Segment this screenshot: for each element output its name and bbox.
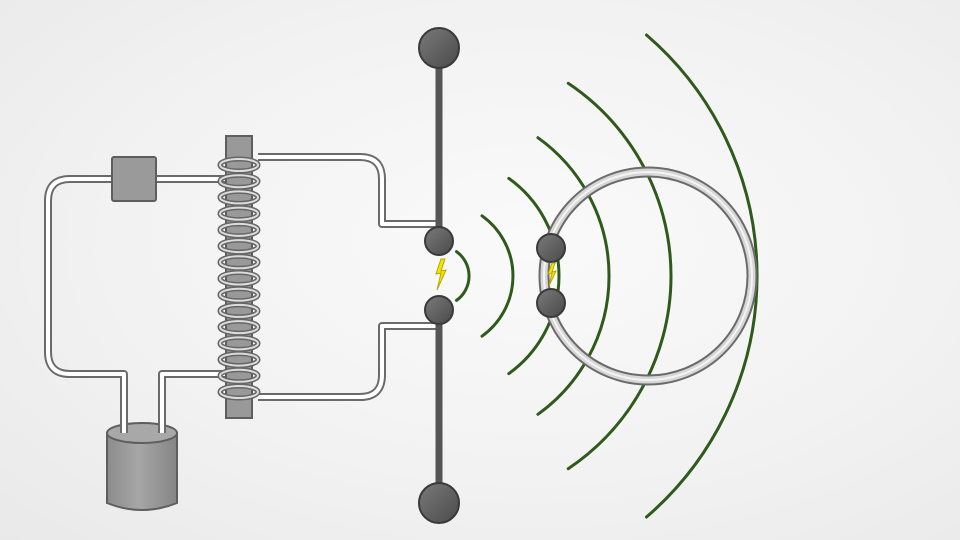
lower-capacitor-sphere bbox=[418, 482, 460, 524]
secondary-wire-bottom bbox=[258, 322, 437, 401]
receiver-upper-ball bbox=[536, 233, 566, 263]
coil-turn-highlight bbox=[219, 352, 259, 367]
electromagnetic-wavefronts bbox=[455, 33, 759, 519]
wavefront-arc-4 bbox=[536, 136, 611, 416]
wavefront-arc-1 bbox=[455, 250, 471, 302]
coil-turn-highlight bbox=[219, 239, 259, 254]
coil-turn-highlight bbox=[219, 320, 259, 335]
loop-receiver-with-spark-gap bbox=[536, 166, 758, 386]
wavefront-arc-2 bbox=[480, 214, 515, 338]
coil-turn-highlight bbox=[219, 336, 259, 351]
coil-turn-highlight bbox=[219, 271, 259, 286]
primary-wire-right bbox=[158, 370, 228, 430]
coil-turn-highlight bbox=[219, 206, 259, 221]
coil-turn-highlight bbox=[219, 222, 259, 237]
upper-capacitor-sphere bbox=[418, 27, 460, 69]
coil-turn-highlight bbox=[219, 255, 259, 270]
wavefront-arc-5 bbox=[566, 81, 673, 471]
induction-coil bbox=[217, 135, 261, 419]
coil-turn-highlight bbox=[219, 158, 259, 172]
coil-turn-highlight bbox=[219, 368, 259, 383]
coil-windings bbox=[217, 156, 261, 401]
secondary-circuit-wires bbox=[258, 153, 437, 401]
wavefront-arc-6 bbox=[645, 33, 759, 519]
interrupter-switch bbox=[111, 156, 157, 202]
wavefront-arc-3 bbox=[507, 176, 561, 376]
coil-turn-highlight bbox=[219, 174, 259, 189]
lower-spark-ball bbox=[424, 295, 454, 325]
secondary-wire-top bbox=[258, 153, 437, 228]
primary-circuit-wires bbox=[44, 175, 228, 430]
coil-turn-highlight bbox=[219, 303, 259, 318]
primary-wire-left bbox=[44, 175, 228, 430]
spark-icon bbox=[547, 262, 557, 287]
coil-turn-highlight bbox=[219, 287, 259, 302]
battery-icon bbox=[106, 420, 178, 511]
dipole-antenna-with-spark-gap bbox=[418, 27, 460, 524]
spark-icon bbox=[435, 258, 447, 291]
upper-spark-ball bbox=[424, 226, 454, 256]
coil-turn-highlight bbox=[219, 190, 259, 205]
coil-turn-highlight bbox=[219, 385, 259, 399]
receiver-lower-ball bbox=[536, 288, 566, 318]
